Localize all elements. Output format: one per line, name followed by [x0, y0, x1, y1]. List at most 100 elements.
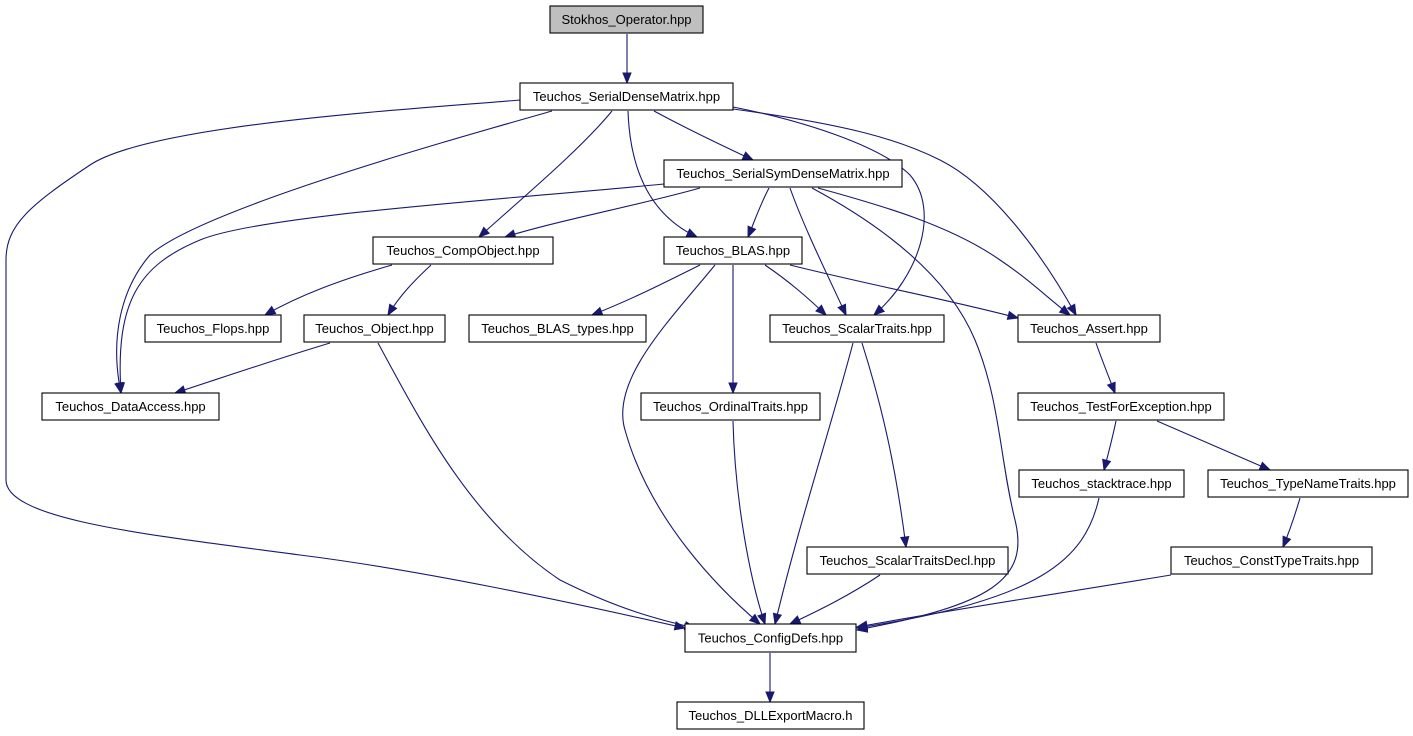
arrow-head-icon	[1006, 310, 1020, 320]
node-object[interactable]: Teuchos_Object.hpp	[303, 314, 446, 343]
edge-serial-dense-matrix-to-assert	[732, 108, 1077, 317]
edge-blas-to-blas-types	[590, 264, 701, 316]
node-type-name-traits[interactable]: Teuchos_TypeNameTraits.hpp	[1207, 469, 1409, 498]
node-box	[468, 314, 647, 343]
edge-type-name-traits-to-const-type-traits	[1282, 497, 1301, 549]
edge-line	[856, 497, 1100, 629]
edge-line	[789, 187, 847, 316]
edge-line	[478, 110, 613, 238]
edge-blas-to-assert	[789, 264, 1020, 320]
arrow-head-icon	[855, 620, 869, 630]
node-box	[1170, 546, 1373, 575]
edge-line	[817, 187, 1071, 316]
arrow-head-icon	[747, 225, 757, 239]
arrow-head-icon	[478, 226, 490, 238]
edge-serial-sym-dense-matrix-to-blas	[747, 187, 770, 239]
edge-line	[264, 264, 393, 316]
arrow-head-icon	[387, 303, 398, 317]
edge-line	[732, 106, 925, 316]
node-stokhos-operator[interactable]: Stokhos_Operator.hpp	[549, 5, 704, 34]
node-label: Teuchos_Assert.hpp	[1030, 321, 1148, 336]
node-data-access[interactable]: Teuchos_DataAccess.hpp	[41, 392, 220, 421]
arrow-head-icon	[622, 72, 632, 85]
node-comp-object[interactable]: Teuchos_CompObject.hpp	[372, 236, 554, 265]
node-box	[144, 314, 282, 343]
edge-line	[5, 99, 686, 629]
nodes-layer: Stokhos_Operator.hppTeuchos_SerialDenseM…	[41, 5, 1409, 730]
edge-comp-object-to-flops	[263, 264, 393, 316]
node-dll-export-macro[interactable]: Teuchos_DLLExportMacro.h	[676, 701, 865, 730]
node-box	[1017, 314, 1161, 343]
node-scalar-traits[interactable]: Teuchos_ScalarTraits.hpp	[769, 314, 945, 343]
node-box	[769, 314, 945, 343]
edge-line	[764, 264, 827, 316]
node-label: Teuchos_Object.hpp	[315, 321, 434, 336]
edge-line	[856, 574, 1172, 628]
node-box	[806, 546, 1009, 575]
node-stacktrace[interactable]: Teuchos_stacktrace.hpp	[1018, 469, 1185, 498]
edge-serial-sym-dense-matrix-to-scalar-traits	[789, 187, 847, 317]
arrow-head-icon	[685, 228, 699, 238]
node-label: Teuchos_stacktrace.hpp	[1031, 476, 1171, 491]
node-box	[549, 5, 704, 34]
edge-line	[732, 420, 766, 625]
node-label: Teuchos_OrdinalTraits.hpp	[653, 399, 808, 414]
edge-serial-dense-matrix-to-config-defs	[5, 99, 687, 631]
node-test-for-exception[interactable]: Teuchos_TestForException.hpp	[1017, 392, 1225, 421]
edge-line	[504, 187, 701, 238]
edge-serial-sym-dense-matrix-to-assert	[817, 187, 1072, 316]
arrow-head-icon	[748, 613, 762, 625]
node-config-defs[interactable]: Teuchos_ConfigDefs.hpp	[684, 623, 857, 653]
edge-line	[116, 110, 553, 394]
arrow-head-icon	[837, 303, 847, 317]
arrow-head-icon	[1066, 303, 1077, 317]
edge-line	[789, 574, 881, 625]
node-box	[303, 314, 446, 343]
edge-line	[811, 187, 1019, 631]
node-box	[684, 623, 857, 653]
node-label: Teuchos_SerialSymDenseMatrix.hpp	[676, 166, 889, 181]
edge-line	[377, 342, 696, 629]
arrow-head-icon	[1282, 535, 1292, 549]
edge-scalar-traits-to-scalar-traits-decl	[861, 342, 910, 549]
edge-scalar-traits-decl-to-config-defs	[788, 574, 881, 625]
edges-layer	[5, 34, 1301, 704]
edge-scalar-traits-to-config-defs	[772, 342, 854, 626]
node-blas-types[interactable]: Teuchos_BLAS_types.hpp	[468, 314, 647, 343]
edge-test-for-exception-to-stacktrace	[1102, 420, 1117, 472]
node-label: Teuchos_CompObject.hpp	[386, 243, 539, 258]
node-box	[663, 236, 803, 265]
arrow-head-icon	[788, 615, 802, 625]
edge-assert-to-test-for-exception	[1095, 342, 1116, 395]
node-scalar-traits-decl[interactable]: Teuchos_ScalarTraitsDecl.hpp	[806, 546, 1009, 575]
node-serial-dense-matrix[interactable]: Teuchos_SerialDenseMatrix.hpp	[519, 82, 734, 111]
node-const-type-traits[interactable]: Teuchos_ConstTypeTraits.hpp	[1170, 546, 1373, 575]
node-serial-sym-dense-matrix[interactable]: Teuchos_SerialSymDenseMatrix.hpp	[663, 159, 903, 188]
edge-line	[789, 264, 1019, 319]
edge-test-for-exception-to-type-name-traits	[1156, 420, 1272, 471]
node-label: Stokhos_Operator.hpp	[561, 12, 691, 27]
node-blas[interactable]: Teuchos_BLAS.hpp	[663, 236, 803, 265]
edge-stokhos-operator-to-serial-dense-matrix	[622, 34, 632, 85]
edge-line	[627, 110, 698, 238]
arrow-head-icon	[590, 306, 604, 316]
node-label: Teuchos_BLAS.hpp	[676, 243, 790, 258]
arrow-head-icon	[1058, 304, 1072, 316]
edge-object-to-data-access	[173, 342, 331, 395]
node-label: Teuchos_ConfigDefs.hpp	[698, 631, 843, 646]
arrow-head-icon	[741, 151, 755, 161]
arrow-head-icon	[899, 535, 910, 549]
node-box	[1018, 469, 1185, 498]
node-flops[interactable]: Teuchos_Flops.hpp	[144, 314, 282, 343]
edge-const-type-traits-to-config-defs	[855, 574, 1172, 630]
node-label: Teuchos_DataAccess.hpp	[55, 399, 205, 414]
node-ordinal-traits[interactable]: Teuchos_OrdinalTraits.hpp	[640, 392, 821, 421]
arrow-head-icon	[115, 382, 126, 395]
edge-serial-dense-matrix-to-blas	[627, 110, 699, 238]
edge-comp-object-to-object	[387, 264, 432, 317]
node-assert[interactable]: Teuchos_Assert.hpp	[1017, 314, 1161, 343]
edge-serial-sym-dense-matrix-to-data-access	[115, 183, 665, 395]
edge-blas-to-scalar-traits	[764, 264, 827, 316]
arrow-head-icon	[728, 382, 738, 395]
